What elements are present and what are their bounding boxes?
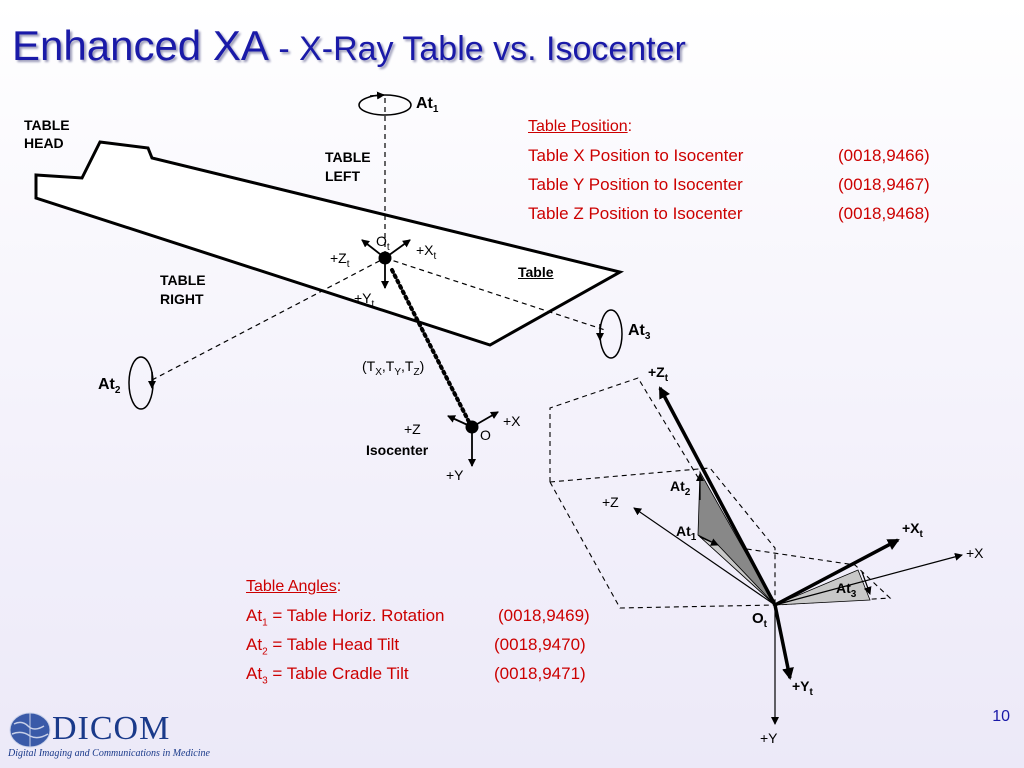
at1-label: At1: [416, 95, 439, 116]
title-main: Enhanced XA: [12, 22, 269, 69]
angle-plus-zt-arrow: [658, 386, 777, 606]
angle-box-bottom-plane: [549, 481, 892, 609]
angle-at2-label: At2: [670, 478, 691, 498]
iso-z-label: +Z: [404, 421, 421, 437]
at2-rotation-ellipse: [128, 356, 154, 410]
angle-plus-y-label: +Y: [760, 730, 778, 746]
iso-y-label: +Y: [446, 467, 464, 483]
table-position-row: Table Y Position to Isocenter (0018,9467…: [528, 175, 930, 194]
table-angles-row: At3 = Table Cradle Tilt (0018,9471): [246, 664, 586, 687]
at2-label: At2: [98, 376, 121, 397]
at1-rotation-arrow: [369, 91, 385, 100]
table-origin-dot: [378, 251, 392, 265]
table-right-label: TABLE RIGHT: [160, 272, 206, 307]
table-xt-label: +Xt: [416, 242, 437, 262]
logo-word: DICOM: [52, 710, 171, 747]
angle-plus-z-arrow: [633, 507, 776, 606]
at3-axis-line: [384, 257, 606, 331]
title-sub: X-Ray Table vs. Isocenter: [299, 30, 686, 68]
globe-icon: [9, 712, 51, 748]
table-position-header: Table Position:: [528, 118, 633, 135]
angle-origin-label: Ot: [752, 610, 768, 630]
at3-rotation-ellipse: [599, 309, 623, 359]
table-position-row: Table X Position to Isocenter (0018,9466…: [528, 146, 930, 165]
angle-plus-yt-label: +Yt: [792, 678, 813, 698]
iso-o-label: O: [480, 427, 491, 443]
table-head-label: TABLE HEAD: [24, 117, 70, 151]
table-yt-label: +Yt: [354, 290, 375, 310]
angle-plus-x-label: +X: [966, 545, 984, 561]
angle-at3-label: At3: [836, 580, 857, 600]
angle-at1-label: At1: [676, 523, 697, 543]
table-left-label: TABLE LEFT: [325, 149, 371, 184]
at3-wedge: [774, 569, 871, 606]
iso-x-label: +X: [503, 413, 521, 429]
at1-rotation-ellipse: [358, 94, 412, 116]
page-number: 10: [992, 708, 1010, 725]
table-angles-header: Table Angles:: [246, 578, 342, 595]
angle-plus-xt-arrow: [774, 538, 900, 607]
logo-tagline: Digital Imaging and Communications in Me…: [8, 748, 210, 759]
table-label: Table: [518, 264, 554, 280]
at3-label: At3: [628, 322, 651, 343]
at2-axis-line: [151, 257, 386, 381]
table-angles-row: At2 = Table Head Tilt (0018,9470): [246, 635, 586, 658]
angle-plus-x-arrow: [774, 552, 963, 606]
title-separator: -: [268, 30, 300, 68]
angle-plus-zt-label: +Zt: [648, 364, 669, 384]
isocenter-dot: [465, 420, 479, 434]
slide-title: Enhanced XA - X-Ray Table vs. Isocenter: [12, 22, 686, 70]
angle-plus-xt-label: +Xt: [902, 520, 923, 540]
isocenter-label: Isocenter: [366, 442, 429, 458]
translation-label: (TX,TY,TZ): [362, 358, 425, 378]
translation-dotted-line: [390, 268, 472, 426]
angle-at1-arrow: [699, 536, 719, 546]
table-origin-label: Ot: [376, 233, 390, 253]
angle-plus-yt-arrow: [773, 604, 794, 680]
angle-box-top-plane: [549, 467, 776, 605]
table-zt-label: +Zt: [330, 250, 350, 270]
table-position-row: Table Z Position to Isocenter (0018,9468…: [528, 204, 930, 223]
angle-at3-arrow: [861, 571, 872, 595]
angle-plus-z-label: +Z: [602, 494, 619, 510]
table-outline: [34, 140, 625, 347]
table-angles-row: At1 = Table Horiz. Rotation (0018,9469): [246, 606, 590, 629]
